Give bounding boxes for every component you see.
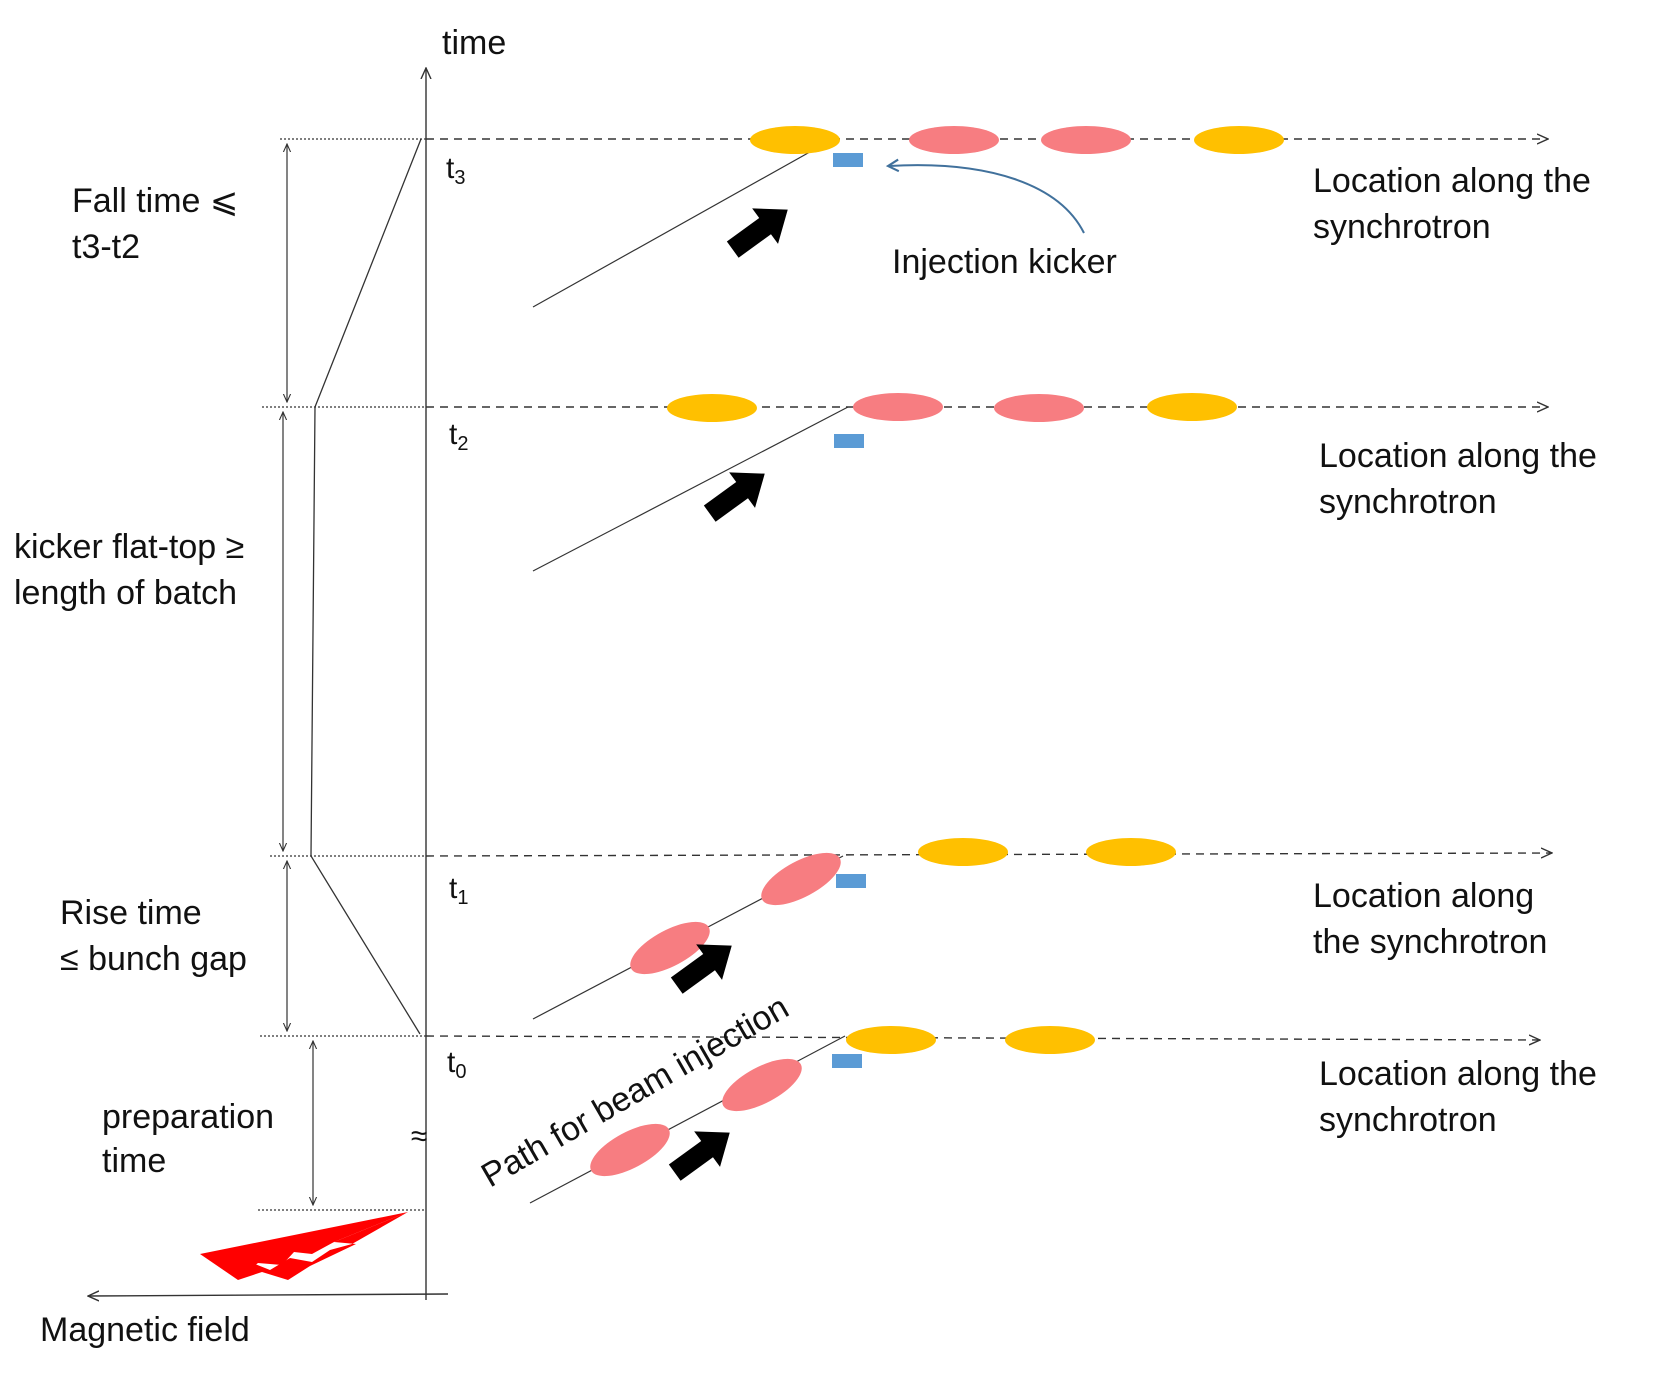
location-label-t3: Location along the synchrotron: [1313, 162, 1600, 246]
time-mark-t1: t1: [449, 872, 468, 909]
time-axis-label: time: [442, 24, 506, 62]
injected-bunch: [909, 126, 999, 154]
time-mark-t2: t2: [449, 418, 468, 455]
magnet-pulse-icon: [200, 1212, 408, 1277]
kicker-pulse-waveform: [310, 138, 422, 1035]
circulating-bunch: [1005, 1026, 1095, 1054]
snapshot-t3: Injection kicker Location along the sync…: [426, 126, 1600, 308]
location-label-t2: Location along the synchrotron: [1319, 437, 1606, 521]
time-mark-t3: t3: [446, 152, 465, 189]
circulating-bunch: [846, 1026, 936, 1054]
circulating-bunch: [667, 394, 757, 422]
time-mark-t0: t0: [447, 1046, 466, 1083]
location-label-t1: Location along the synchrotron: [1313, 877, 1547, 961]
synchrotron-orbit-t0: [425, 1036, 1540, 1040]
snapshot-t0: Path for beam injection Location along t…: [425, 988, 1606, 1204]
preparation-time-label: preparation time: [102, 1098, 283, 1180]
location-label-t0: Location along the synchrotron: [1319, 1055, 1606, 1139]
injected-bunch: [761, 852, 841, 906]
magnet-pulse-icon-body: [200, 1212, 408, 1280]
beam-direction-arrow-icon: [703, 472, 765, 522]
snapshot-t1: Location along the synchrotron: [425, 838, 1552, 1020]
injection-kicker-label: Injection kicker: [892, 243, 1117, 281]
injected-bunch: [994, 394, 1084, 422]
injection-kicker-callout: [885, 158, 1085, 234]
injected-bunch: [590, 1123, 670, 1177]
fall-time-label: Fall time ⩽ t3-t2: [72, 182, 248, 266]
injected-bunch: [853, 393, 943, 421]
magnetic-field-axis-label: Magnetic field: [40, 1311, 250, 1349]
circulating-bunch: [1147, 393, 1237, 421]
magnetic-field-axis: [88, 1294, 449, 1296]
injection-path-t2: [532, 406, 849, 572]
circulating-bunch: [1194, 126, 1284, 154]
beam-direction-arrow-icon: [726, 208, 788, 258]
circulating-bunch: [750, 126, 840, 154]
injected-bunch: [1041, 126, 1131, 154]
rise-time-label: Rise time ≤ bunch gap: [60, 894, 247, 978]
snapshot-t2: Location along the synchrotron: [426, 393, 1606, 572]
injected-bunch: [630, 921, 710, 975]
axis-break-symbol: ≈: [411, 1120, 427, 1153]
injection-kicker-magnet: [834, 434, 864, 448]
injection-kicker-magnet: [833, 153, 863, 167]
injected-bunch: [722, 1058, 802, 1112]
beam-direction-arrow-icon: [668, 1131, 730, 1181]
beam-direction-arrow-icon: [670, 944, 732, 994]
injection-kicker-magnet: [836, 874, 866, 888]
injection-path-t3: [532, 138, 834, 308]
flattop-label: kicker flat-top ≥ length of batch: [14, 528, 254, 612]
time-level-lines: [258, 138, 426, 1211]
circulating-bunch: [1086, 838, 1176, 866]
circulating-bunch: [918, 838, 1008, 866]
injection-kicker-magnet: [832, 1054, 862, 1068]
